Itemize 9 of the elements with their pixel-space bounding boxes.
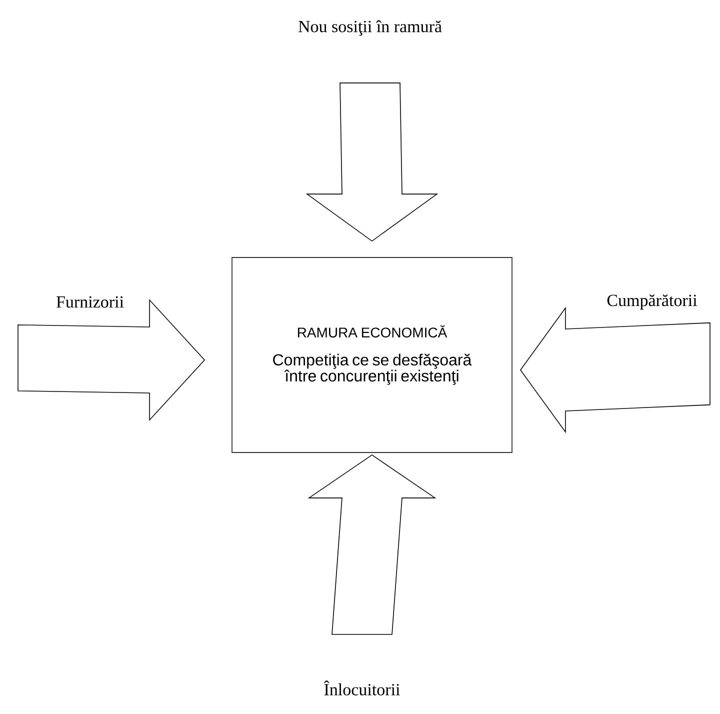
force-label: Cumpărătorii: [607, 294, 698, 310]
block-arrow: [18, 298, 206, 422]
block-arrow: [306, 82, 438, 242]
force-label: Nou sosiţii în ramură: [298, 20, 442, 36]
block-arrow: [308, 454, 436, 635]
force-label: Furnizorii: [56, 296, 124, 308]
process-box: RAMURA ECONOMICĂ Competiţia ce se desfăşoară între concurenţii existenţi: [232, 257, 512, 453]
force-label: Înlocuitorii: [324, 680, 400, 696]
block-arrow: [520, 306, 710, 434]
